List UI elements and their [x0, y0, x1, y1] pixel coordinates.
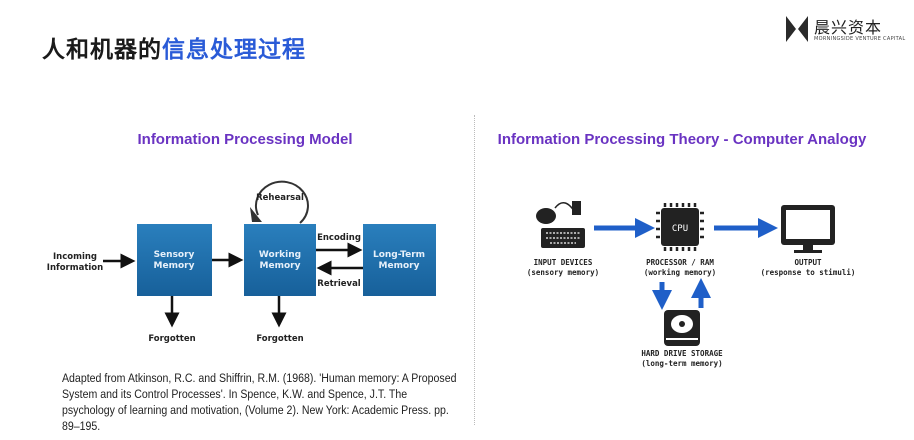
input-label-2: (sensory memory)	[527, 268, 599, 277]
cpu-icon	[656, 203, 704, 251]
slide-title: 人和机器的信息处理过程	[42, 30, 306, 64]
sensory-memory-box	[137, 224, 212, 296]
input-devices-icon	[536, 201, 585, 248]
working-label-2: Memory	[260, 261, 301, 271]
logo-name: 晨兴资本	[814, 18, 883, 37]
forgotten-label-1: Forgotten	[148, 334, 195, 344]
rehearsal-arrowhead	[250, 207, 262, 222]
storage-label-2: (long-term memory)	[641, 359, 722, 368]
storage-label-1: HARD DRIVE STORAGE	[641, 349, 723, 358]
title-part1: 人和机器的	[42, 37, 162, 63]
incoming-label-1: Incoming	[53, 252, 97, 262]
longterm-label-2: Memory	[379, 261, 420, 271]
input-label-1: INPUT DEVICES	[534, 258, 593, 267]
output-label-2: (response to stimuli)	[761, 268, 856, 277]
hard-drive-icon	[664, 310, 700, 346]
retrieval-label: Retrieval	[317, 279, 361, 289]
sensory-label-2: Memory	[154, 261, 195, 271]
output-label-1: OUTPUT	[794, 258, 822, 267]
forgotten-label-2: Forgotten	[256, 334, 303, 344]
encoding-label: Encoding	[317, 233, 361, 243]
logo-subtitle: MORNINGSIDE VENTURE CAPITAL	[814, 36, 906, 42]
title-part2: 信息处理过程	[162, 37, 306, 63]
cpu-chip-label: CPU	[672, 224, 688, 234]
sensory-label-1: Sensory	[154, 250, 195, 260]
longterm-label-1: Long-Term	[373, 250, 425, 260]
monitor-icon	[781, 205, 835, 253]
right-diagram-title: Information Processing Theory - Computer…	[498, 131, 867, 148]
company-logo: 晨兴资本 MORNINGSIDE VENTURE CAPITAL	[784, 14, 906, 44]
processor-label-2: (working memory)	[644, 268, 716, 277]
logo-mark-icon	[786, 16, 808, 42]
citation-text: Adapted from Atkinson, R.C. and Shiffrin…	[62, 371, 457, 433]
working-memory-box	[244, 224, 316, 296]
rehearsal-label: Rehearsal	[256, 193, 304, 203]
working-label-1: Working	[259, 250, 301, 260]
long-term-memory-box	[363, 224, 436, 296]
incoming-label-2: Information	[47, 263, 103, 273]
divider	[474, 115, 475, 425]
rehearsal-loop	[255, 180, 309, 224]
processor-label-1: PROCESSOR / RAM	[646, 258, 714, 267]
left-diagram-title: Information Processing Model	[137, 131, 352, 148]
